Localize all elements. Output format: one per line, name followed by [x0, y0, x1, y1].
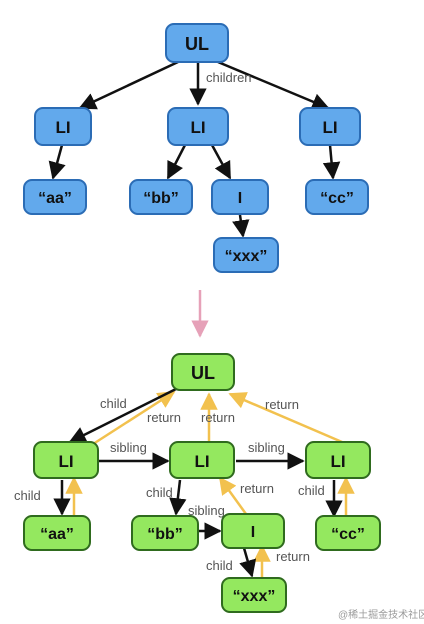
bottom-node-i: I: [221, 513, 285, 549]
top-node-xxx: “xxx”: [213, 237, 279, 273]
bottom-node-aa: “aa”: [23, 515, 91, 551]
bottom-node-li-left-label: LI: [58, 452, 73, 471]
bottom-node-xxx-label: “xxx”: [233, 588, 276, 605]
bottom-node-i-label: I: [251, 524, 255, 541]
label-sibling-bb: sibling: [188, 503, 225, 518]
top-node-cc: “cc”: [305, 179, 369, 215]
label-return-li-mid: return: [201, 410, 235, 425]
top-tree: children UL LI LI LI “aa” “bb” I: [23, 23, 369, 273]
label-child-i: child: [206, 558, 233, 573]
bottom-node-cc: “cc”: [315, 515, 381, 551]
edge-return-li-right-to-ul: [228, 392, 343, 444]
top-node-cc-label: “cc”: [320, 190, 354, 207]
edge-return-i-to-li-mid: [218, 476, 248, 515]
edge-ul-to-li-left: [78, 60, 179, 110]
top-node-ul-label: UL: [185, 34, 209, 54]
top-node-li-left-label: LI: [55, 118, 70, 137]
edge-li-left-to-aa: [48, 144, 66, 180]
watermark: @稀土掘金技术社区: [338, 608, 424, 621]
bottom-node-li-right: LI: [305, 441, 371, 479]
top-node-bb: “bb”: [129, 179, 193, 215]
top-node-li-left: LI: [34, 107, 92, 146]
top-node-li-mid-label: LI: [190, 118, 205, 137]
label-sibling-left: sibling: [110, 440, 147, 455]
bottom-node-cc-label: “cc”: [331, 526, 365, 543]
top-node-bb-label: “bb”: [143, 190, 179, 207]
edge-li-right-to-cc: [322, 144, 341, 180]
edge-return-li-left-to-ul: [89, 390, 176, 448]
top-node-xxx-label: “xxx”: [225, 248, 268, 265]
children-label: children: [206, 70, 252, 85]
edge-child-i-to-xxx: [239, 547, 257, 578]
top-node-li-mid: LI: [167, 107, 229, 146]
top-node-li-right: LI: [299, 107, 361, 146]
bottom-node-li-left: LI: [33, 441, 99, 479]
child-sibling-edges: [53, 386, 343, 578]
label-sibling-right: sibling: [248, 440, 285, 455]
bottom-node-li-right-label: LI: [330, 452, 345, 471]
edge-child-ul-to-li-left: [68, 386, 179, 444]
bottom-tree: child return return return sibling sibli…: [14, 353, 381, 613]
edge-child-li-mid-to-bb: [169, 479, 187, 516]
top-node-ul: UL: [165, 23, 229, 63]
bottom-node-xxx: “xxx”: [221, 577, 287, 613]
label-child-li-right: child: [298, 483, 325, 498]
top-node-aa-label: “aa”: [38, 190, 72, 207]
edge-i-to-xxx: [232, 214, 250, 238]
bottom-node-bb: “bb”: [131, 515, 199, 551]
edge-ul-to-li-right: [217, 60, 330, 110]
label-return-li-left: return: [147, 410, 181, 425]
edge-li-mid-to-i: [210, 144, 232, 180]
bottom-node-ul: UL: [171, 353, 235, 391]
label-return-xxx: return: [276, 549, 310, 564]
label-child-ul: child: [100, 396, 127, 411]
bottom-node-ul-label: UL: [191, 363, 215, 383]
bottom-node-bb-label: “bb”: [147, 526, 183, 543]
bottom-node-li-mid: LI: [169, 441, 235, 479]
top-node-i: I: [211, 179, 269, 215]
return-edges: [65, 390, 355, 578]
bottom-node-aa-label: “aa”: [40, 526, 74, 543]
top-node-aa: “aa”: [23, 179, 87, 215]
top-tree-edges: [48, 60, 341, 238]
top-node-i-label: I: [238, 190, 242, 207]
label-return-i: return: [240, 481, 274, 496]
label-return-li-right: return: [265, 397, 299, 412]
bottom-node-li-mid-label: LI: [194, 452, 209, 471]
edge-li-mid-to-bb: [166, 144, 187, 180]
label-child-li-left: child: [14, 488, 41, 503]
top-node-li-right-label: LI: [322, 118, 337, 137]
label-child-li-mid: child: [146, 485, 173, 500]
